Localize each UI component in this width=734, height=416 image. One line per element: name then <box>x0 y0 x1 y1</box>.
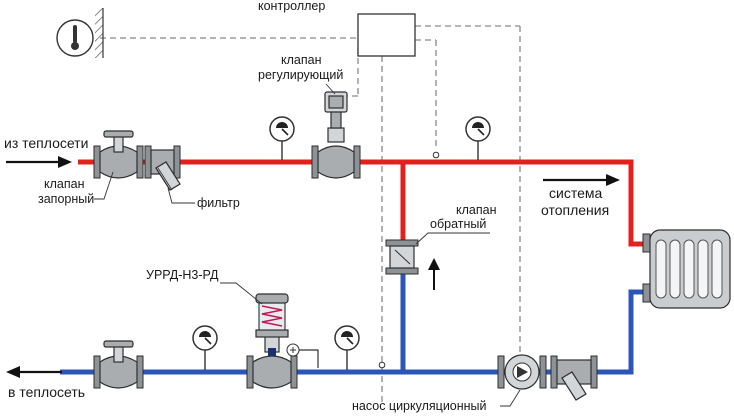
control-valve-label-2: регулирующий <box>258 68 343 82</box>
gate-valve-icon <box>93 130 144 179</box>
check-valve-icon <box>385 239 419 275</box>
check-valve-label-2: обратный <box>430 217 486 231</box>
flow-arrow-icon <box>428 258 440 290</box>
flow-arrow-icon <box>6 366 62 378</box>
circulation-pump-icon <box>497 354 547 390</box>
to-network-label: в теплосеть <box>8 384 85 400</box>
shutoff-valve-label-1: клапан <box>44 177 85 191</box>
strainer-icon <box>550 355 598 401</box>
pressure-gauge-icon <box>269 116 295 160</box>
control-lines <box>100 25 521 405</box>
shutoff-valve-label-2: запорный <box>38 192 94 206</box>
check-valve-label-1: клапан <box>456 203 497 217</box>
filter-label: фильтр <box>197 196 240 210</box>
gate-valve-icon <box>93 340 144 389</box>
pressure-gauge-icon <box>334 325 360 370</box>
thermometer-icon <box>56 19 94 57</box>
pressure-gauge-icon <box>465 116 491 160</box>
strainer-icon <box>144 145 181 191</box>
controller <box>357 13 416 57</box>
impulse-line <box>286 343 319 368</box>
heating-system-label-2: отопления <box>541 202 609 218</box>
controller-label: контроллер <box>258 0 325 13</box>
sensor-taps <box>378 151 440 369</box>
pump-label: насос циркуляционный <box>352 399 487 413</box>
heating-system-label-1: система <box>549 185 602 201</box>
pressure-gauge-icon <box>192 325 218 370</box>
from-network-label: из теплосети <box>4 135 88 151</box>
radiator-icon <box>642 229 731 309</box>
outdoor-temperature-sensor <box>56 8 104 58</box>
pressure-regulator-label: УРРД-Н3-РД <box>146 268 219 282</box>
flow-arrow-icon <box>543 174 620 186</box>
control-valve-icon <box>311 91 361 179</box>
return-pipes <box>60 268 645 375</box>
control-valve-label-1: клапан <box>281 53 322 67</box>
pressure-regulator-icon <box>246 293 298 389</box>
flow-arrow-icon <box>6 156 72 168</box>
